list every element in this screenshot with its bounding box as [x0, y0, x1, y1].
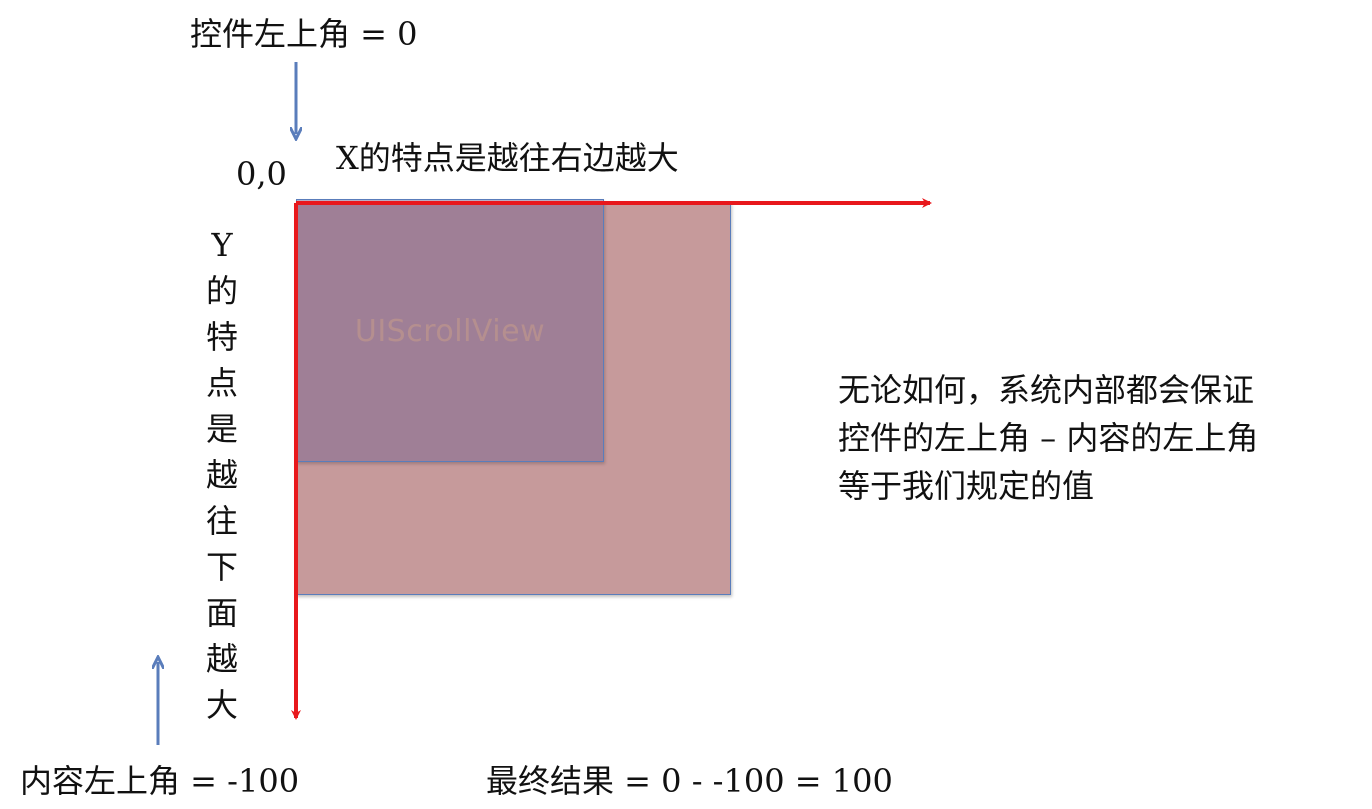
final-result-label: 最终结果 = 0 - -100 = 100 — [486, 762, 893, 800]
x-axis-note: X的特点是越往右边越大 — [336, 139, 679, 177]
scroll-view-label: UIScrollView — [354, 314, 546, 349]
content-top-left-label: 内容左上角 = -100 — [20, 762, 300, 800]
y-axis-note: Y 的 特 点 是 越 往 下 面 越 大 — [205, 226, 238, 724]
explanation-line-2: 控件的左上角 – 内容的左上角 — [838, 419, 1259, 457]
control-top-left-label: 控件左上角 = 0 — [190, 15, 418, 53]
explanation-line-1: 无论如何，系统内部都会保证 — [838, 371, 1255, 409]
origin-label: 0,0 — [236, 155, 287, 193]
explanation-note: 无论如何，系统内部都会保证 控件的左上角 – 内容的左上角 等于我们规定的值 — [838, 366, 1258, 510]
explanation-line-3: 等于我们规定的值 — [838, 467, 1095, 505]
